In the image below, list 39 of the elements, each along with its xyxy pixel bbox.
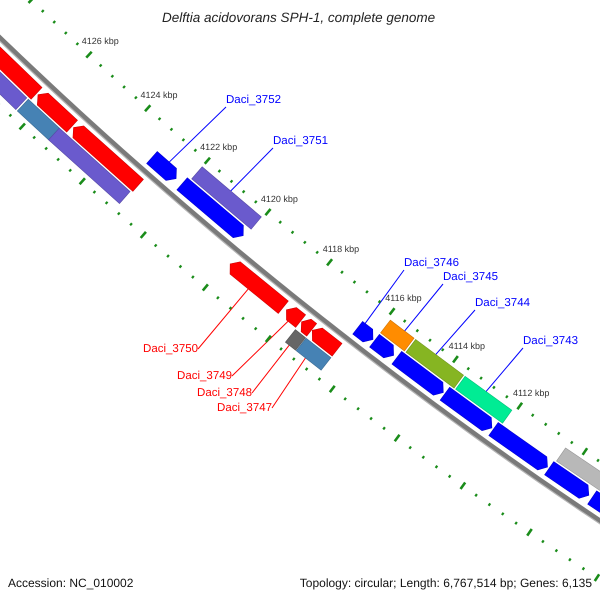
leader-line — [230, 148, 274, 192]
gene-label: Daci_3750 — [143, 342, 198, 356]
chart-title: Delftia acidovorans SPH-1, complete genome — [162, 10, 436, 26]
gene-block — [286, 307, 306, 328]
gene-label: Daci_3743 — [523, 334, 578, 348]
leader-line — [198, 288, 249, 350]
tick-label: 4126 kbp — [82, 36, 119, 46]
leader-line — [168, 106, 226, 163]
gene-bar — [455, 376, 512, 424]
gene-bar — [284, 329, 306, 351]
gene-label: Daci_3744 — [475, 296, 530, 310]
footer-text: Accession: NC_010002 — [8, 576, 134, 590]
tick-label: 4116 kbp — [385, 293, 422, 304]
tick-label: 4114 kbp — [448, 341, 486, 352]
leader-line — [364, 270, 404, 324]
leader-line — [232, 320, 289, 376]
leader-line — [252, 344, 290, 394]
tick-label: 4112 kbp — [512, 388, 550, 398]
gene-bar — [191, 166, 262, 230]
footer-text: Topology: circular; Length: 6,767,514 bp; Genes: 6,135 — [300, 576, 592, 590]
gene-block — [230, 262, 289, 314]
tick-label: 4122 kbp — [200, 142, 238, 152]
gene-bar — [296, 338, 332, 371]
gene-block — [146, 151, 177, 181]
leader-line — [486, 348, 524, 392]
tick-label: 4118 kbp — [322, 244, 360, 254]
gene-label: Daci_3746 — [404, 256, 459, 270]
gene-label: Daci_3748 — [197, 386, 252, 400]
gene-block — [352, 321, 374, 342]
leader-line — [435, 310, 476, 356]
tick-label: 4124 kbp — [140, 90, 178, 100]
tick-label: 4120 kbp — [260, 194, 298, 204]
gene-label: Daci_3751 — [273, 134, 328, 148]
gene-bar — [380, 320, 414, 352]
gene-label: Daci_3745 — [443, 270, 498, 284]
gene-label: Daci_3752 — [226, 93, 281, 107]
leader-line — [272, 358, 306, 408]
gene-label: Daci_3749 — [177, 369, 232, 383]
gene-label: Daci_3747 — [217, 401, 272, 415]
